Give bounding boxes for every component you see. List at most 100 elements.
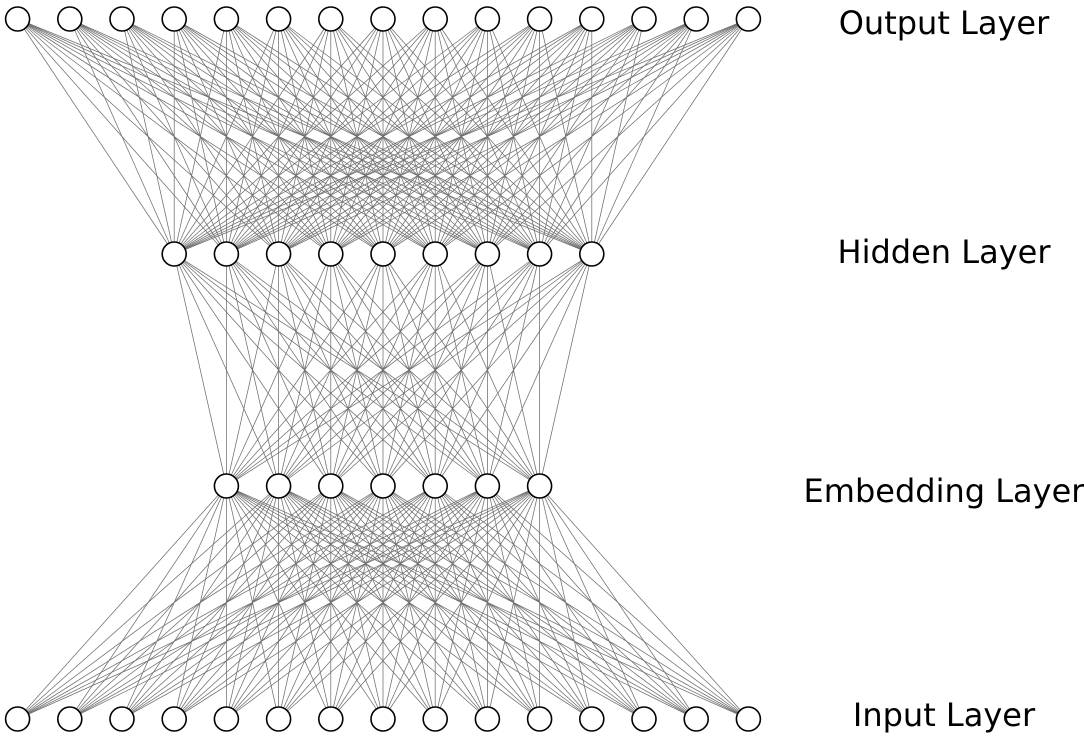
input-node-14 bbox=[683, 706, 710, 732]
connection-embedding-input bbox=[539, 485, 697, 720]
connection-hidden-embedding bbox=[487, 253, 593, 487]
input-node-6 bbox=[265, 706, 292, 732]
input-node-9 bbox=[422, 706, 449, 732]
layer-labels: Output Layer Hidden Layer Embedding Laye… bbox=[804, 4, 1084, 734]
connection-output-hidden bbox=[173, 18, 488, 255]
hidden-node-4 bbox=[317, 241, 344, 267]
connection-hidden-embedding bbox=[226, 253, 436, 487]
connection-embedding-input bbox=[539, 485, 749, 720]
hidden-node-1 bbox=[161, 241, 187, 267]
hidden-node-5 bbox=[370, 241, 396, 267]
connection-embedding-input bbox=[330, 485, 540, 720]
embedding-node-1 bbox=[213, 473, 240, 499]
connection-hidden-embedding bbox=[434, 253, 593, 487]
hidden-node-8 bbox=[526, 241, 553, 267]
input-node-8 bbox=[370, 706, 396, 732]
connections bbox=[17, 18, 749, 720]
input-node-13 bbox=[631, 706, 657, 732]
connection-embedding-input bbox=[434, 485, 540, 720]
input-node-5 bbox=[213, 706, 240, 732]
connection-embedding-input bbox=[226, 485, 540, 720]
output-node-13 bbox=[631, 6, 657, 32]
output-node-6 bbox=[265, 6, 292, 32]
connection-hidden-embedding bbox=[226, 253, 279, 487]
output-node-9 bbox=[422, 6, 449, 32]
connection-output-hidden bbox=[591, 18, 749, 255]
input-node-1 bbox=[4, 706, 31, 732]
connection-hidden-embedding bbox=[382, 253, 593, 487]
connection-output-hidden bbox=[17, 18, 175, 255]
connection-hidden-embedding bbox=[226, 253, 488, 487]
connection-output-hidden bbox=[173, 18, 384, 255]
connection-output-hidden bbox=[173, 18, 227, 255]
connection-hidden-embedding bbox=[539, 253, 593, 487]
connection-embedding-input bbox=[69, 485, 540, 720]
connection-output-hidden bbox=[174, 18, 749, 255]
connection-hidden-embedding bbox=[226, 253, 384, 487]
connection-output-hidden bbox=[173, 18, 279, 255]
connection-embedding-input bbox=[121, 485, 540, 720]
hidden-node-3 bbox=[265, 241, 292, 267]
input-node-7 bbox=[317, 706, 344, 732]
input-node-15 bbox=[735, 706, 762, 732]
connection-output-hidden bbox=[278, 18, 749, 255]
hidden-layer-label: Hidden Layer bbox=[838, 233, 1052, 271]
connection-output-hidden bbox=[174, 18, 697, 255]
output-node-3 bbox=[109, 6, 135, 32]
connection-embedding-input bbox=[17, 485, 279, 720]
connection-output-hidden bbox=[382, 18, 749, 255]
output-node-10 bbox=[474, 6, 501, 32]
output-node-11 bbox=[526, 6, 553, 32]
connection-output-hidden bbox=[226, 18, 749, 255]
connection-embedding-input bbox=[17, 485, 436, 720]
connection-output-hidden bbox=[174, 18, 592, 255]
connection-output-hidden bbox=[173, 18, 436, 255]
embedding-layer-label: Embedding Layer bbox=[804, 472, 1084, 510]
output-node-2 bbox=[57, 6, 83, 32]
embedding-node-7 bbox=[526, 473, 553, 499]
connection-embedding-input bbox=[487, 485, 540, 720]
output-node-8 bbox=[370, 6, 396, 32]
output-node-14 bbox=[683, 6, 710, 32]
embedding-node-5 bbox=[422, 473, 449, 499]
output-node-12 bbox=[578, 6, 605, 32]
input-node-12 bbox=[578, 706, 605, 732]
connection-output-hidden bbox=[330, 18, 749, 255]
hidden-node-9 bbox=[578, 241, 605, 267]
connection-embedding-input bbox=[17, 485, 227, 720]
connection-embedding-input bbox=[382, 485, 540, 720]
connection-embedding-input bbox=[278, 485, 540, 720]
connection-output-hidden bbox=[173, 18, 332, 255]
connection-output-hidden bbox=[434, 18, 749, 255]
embedding-node-4 bbox=[370, 473, 396, 499]
output-node-4 bbox=[161, 6, 187, 32]
output-layer-label: Output Layer bbox=[839, 4, 1050, 42]
embedding-node-6 bbox=[474, 473, 501, 499]
connection-embedding-input bbox=[17, 485, 488, 720]
connection-hidden-embedding bbox=[278, 253, 593, 487]
embedding-node-3 bbox=[317, 473, 344, 499]
input-node-2 bbox=[57, 706, 83, 732]
connection-hidden-embedding bbox=[226, 253, 332, 487]
connection-output-hidden bbox=[173, 18, 540, 255]
connection-hidden-embedding bbox=[330, 253, 593, 487]
input-node-10 bbox=[474, 706, 501, 732]
hidden-node-7 bbox=[474, 241, 501, 267]
input-node-3 bbox=[109, 706, 135, 732]
connection-output-hidden bbox=[539, 18, 749, 255]
connection-hidden-embedding bbox=[173, 253, 227, 487]
connection-output-hidden bbox=[174, 18, 645, 255]
connection-hidden-embedding bbox=[226, 253, 540, 487]
connection-embedding-input bbox=[539, 485, 645, 720]
input-node-4 bbox=[161, 706, 187, 732]
connection-embedding-input bbox=[173, 485, 540, 720]
connection-output-hidden bbox=[487, 18, 749, 255]
hidden-node-6 bbox=[422, 241, 449, 267]
connection-embedding-input bbox=[17, 485, 332, 720]
input-layer-label: Input Layer bbox=[853, 696, 1036, 734]
output-node-5 bbox=[213, 6, 240, 32]
output-node-1 bbox=[4, 6, 31, 32]
hidden-node-2 bbox=[213, 241, 240, 267]
connection-hidden-embedding bbox=[226, 253, 593, 487]
